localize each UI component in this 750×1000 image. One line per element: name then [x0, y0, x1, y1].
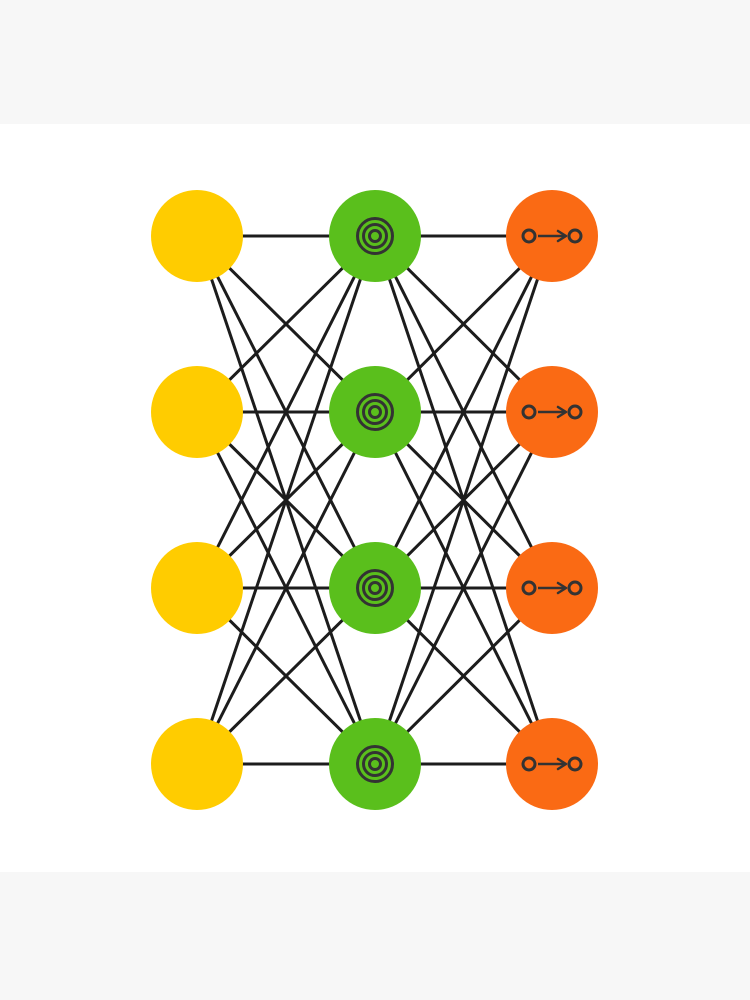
ring: [362, 399, 388, 425]
edge: [373, 235, 554, 589]
edge: [373, 235, 554, 765]
hidden-layer-node: [329, 718, 421, 810]
left-ring: [521, 228, 537, 244]
nodes-group: [151, 190, 598, 810]
right-ring: [567, 228, 583, 244]
edge: [195, 411, 377, 765]
ring: [362, 575, 388, 601]
arrow-head: [556, 581, 568, 595]
input-layer-node: [151, 718, 243, 810]
concentric-circles-icon: [356, 217, 394, 255]
ring: [356, 745, 394, 783]
input-layer-node: [151, 366, 243, 458]
hidden-layer-node: [329, 542, 421, 634]
circle-arrow-circle-icon: [521, 228, 583, 244]
edge: [195, 235, 377, 589]
ring: [368, 229, 382, 243]
right-ring: [567, 580, 583, 596]
hidden-layer-node: [329, 366, 421, 458]
concentric-circles-icon: [356, 393, 394, 431]
concentric-circles-icon: [356, 745, 394, 783]
circle-arrow-circle-icon: [521, 404, 583, 420]
right-ring: [567, 404, 583, 420]
left-ring: [521, 404, 537, 420]
ring: [362, 751, 388, 777]
ring: [356, 569, 394, 607]
arrow-head: [556, 229, 568, 243]
right-ring: [567, 756, 583, 772]
input-layer-node: [151, 190, 243, 282]
arrow-head: [556, 757, 568, 771]
left-ring: [521, 580, 537, 596]
concentric-circles-icon: [356, 569, 394, 607]
ring: [362, 223, 388, 249]
edge: [195, 235, 377, 765]
ring: [356, 217, 394, 255]
ring: [356, 393, 394, 431]
circle-arrow-circle-icon: [521, 580, 583, 596]
hidden-layer-node: [329, 190, 421, 282]
left-ring: [521, 756, 537, 772]
input-layer-node: [151, 542, 243, 634]
edge: [373, 411, 554, 765]
arrow-head: [556, 405, 568, 419]
ring: [368, 405, 382, 419]
ring: [368, 581, 382, 595]
ring: [368, 757, 382, 771]
circle-arrow-circle-icon: [521, 756, 583, 772]
